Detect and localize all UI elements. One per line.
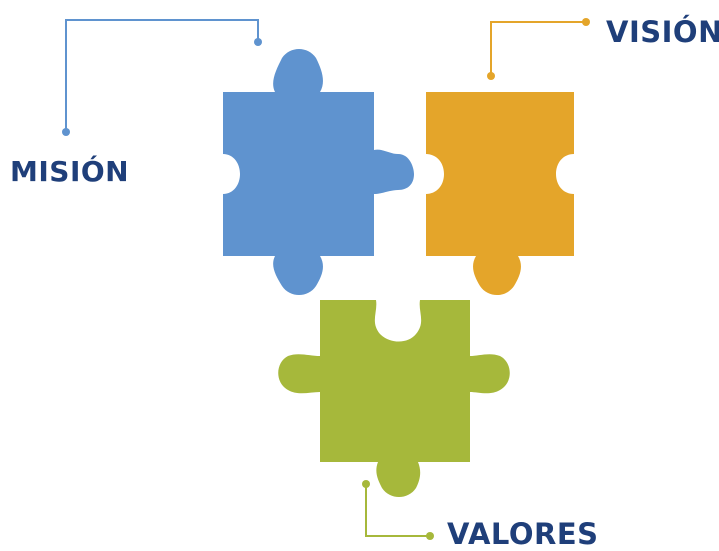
connector-dot-valores-top [362,480,370,488]
label-mision: MISIÓN [10,155,130,188]
puzzle-piece-mision [223,49,414,295]
label-vision: VISIÓN [606,15,719,49]
connector-line-valores [365,484,430,537]
connector-dot-valores-right [426,532,434,540]
connector-line-vision [490,21,586,76]
connector-dot-mision-top [254,38,262,46]
connector-dot-vision-bottom [487,72,495,80]
puzzle-piece-vision [426,92,574,295]
connector-dot-vision-right [582,18,590,26]
connector-line-mision [65,19,259,132]
label-valores: VALORES [447,517,599,551]
puzzle-piece-valores [278,300,510,497]
connector-dot-mision-bottom [62,128,70,136]
